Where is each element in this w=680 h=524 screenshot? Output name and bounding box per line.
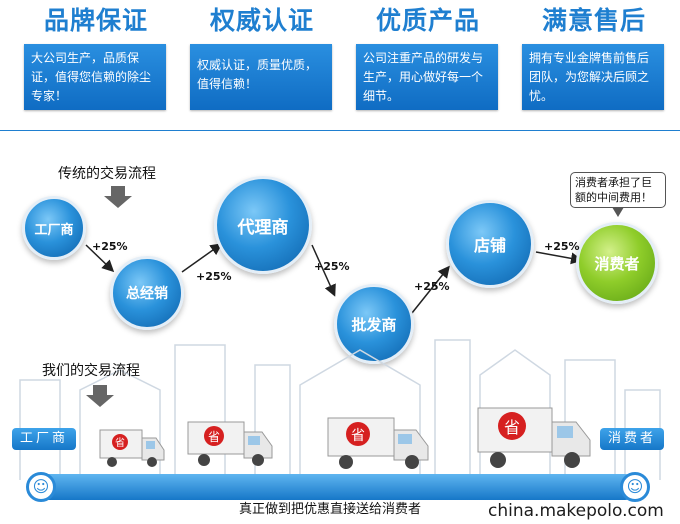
feature-aftersales: 满意售后 拥有专业金牌售前售后团队，为您解决后顾之忧。 xyxy=(514,4,674,110)
smiley-icon: ☺ xyxy=(620,472,650,502)
road-caption: 真正做到把优惠直接送给消费者 xyxy=(200,500,460,520)
markup-label: +25% xyxy=(414,280,450,293)
section-divider xyxy=(0,130,680,131)
feature-text: 权威认证，质量优质，值得信赖！ xyxy=(190,44,332,110)
truck-icon: 省 xyxy=(99,429,165,467)
end-tag-consumer: 消费者 xyxy=(600,428,665,450)
feature-brand: 品牌保证 大公司生产，品质保证，值得您信赖的除尘专家！ xyxy=(16,4,176,110)
node-distributor: 总经销 xyxy=(110,256,184,330)
delivery-road xyxy=(32,474,638,500)
node-store: 店铺 xyxy=(446,200,534,288)
feature-certification: 权威认证 权威认证，质量优质，值得信赖！ xyxy=(182,4,342,110)
feature-text: 大公司生产，品质保证，值得您信赖的除尘专家！ xyxy=(24,44,166,110)
smiley-icon: ☺ xyxy=(26,472,56,502)
feature-title: 品牌保证 xyxy=(43,6,148,35)
watermark: china.makepolo.com xyxy=(488,501,664,521)
truck-mark: 省 xyxy=(115,436,125,449)
node-factory: 工厂商 xyxy=(22,196,86,260)
traditional-flow-label: 传统的交易流程 xyxy=(58,166,156,182)
truck-mark: 省 xyxy=(504,418,520,437)
consumer-speech-bubble: 消费者承担了巨额的中间费用！ xyxy=(570,172,666,208)
speech-bubble-tail xyxy=(612,207,624,217)
markup-label: +25% xyxy=(314,260,350,273)
markup-label: +25% xyxy=(92,240,128,253)
node-consumer: 消费者 xyxy=(576,222,658,304)
truck-mark: 省 xyxy=(208,430,220,444)
truck-mark: 省 xyxy=(351,428,365,444)
node-wholesaler: 批发商 xyxy=(334,284,414,364)
feature-title: 权威认证 xyxy=(209,6,314,35)
city-skyline xyxy=(19,339,661,480)
feature-text: 拥有专业金牌售前售后团队，为您解决后顾之忧。 xyxy=(522,44,664,110)
truck-icon: 省 xyxy=(187,421,273,466)
feature-text: 公司注重产品的研发与生产，用心做好每一个细节。 xyxy=(356,44,498,110)
truck-icon: 省 xyxy=(477,407,591,468)
feature-title: 满意售后 xyxy=(541,6,646,35)
feature-title: 优质产品 xyxy=(375,6,480,35)
markup-label: +25% xyxy=(544,240,580,253)
feature-quality: 优质产品 公司注重产品的研发与生产，用心做好每一个细节。 xyxy=(348,4,508,110)
start-tag-factory: 工厂商 xyxy=(12,428,77,450)
our-flow-label: 我们的交易流程 xyxy=(42,363,140,379)
node-agent: 代理商 xyxy=(214,176,312,274)
truck-icon: 省 xyxy=(327,417,429,469)
markup-label: +25% xyxy=(196,270,232,283)
